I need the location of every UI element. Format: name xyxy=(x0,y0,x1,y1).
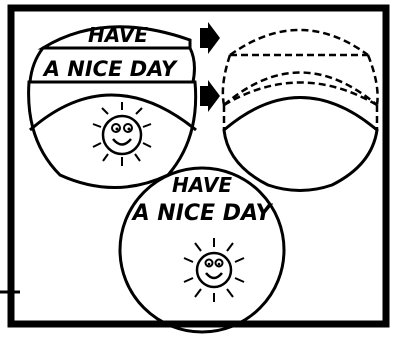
right-arrow-icon xyxy=(200,22,220,54)
sun-face-icon-bottom xyxy=(184,238,244,302)
lower-section xyxy=(29,82,196,188)
dashed-left-side xyxy=(223,55,230,105)
bottom-circle-line2: A NICE DAY xyxy=(131,201,274,226)
bottom-circle-line1: HAVE xyxy=(172,173,232,197)
bottom-circle: HAVE A NICE DAY xyxy=(120,168,284,332)
right-dashed-shape xyxy=(223,30,378,191)
right-arrow-icon-2 xyxy=(200,80,220,112)
dashed-top-arc xyxy=(230,30,368,55)
dashed-inner-curve-2 xyxy=(224,83,377,106)
middle-band-text: A NICE DAY xyxy=(42,57,178,81)
sun-face-icon xyxy=(93,102,151,166)
dashed-inner-curve xyxy=(224,73,377,106)
left-banded-circle: HAVE A NICE DAY xyxy=(29,23,196,188)
top-band-text: HAVE xyxy=(88,23,148,47)
solid-lens-shape xyxy=(224,98,377,191)
